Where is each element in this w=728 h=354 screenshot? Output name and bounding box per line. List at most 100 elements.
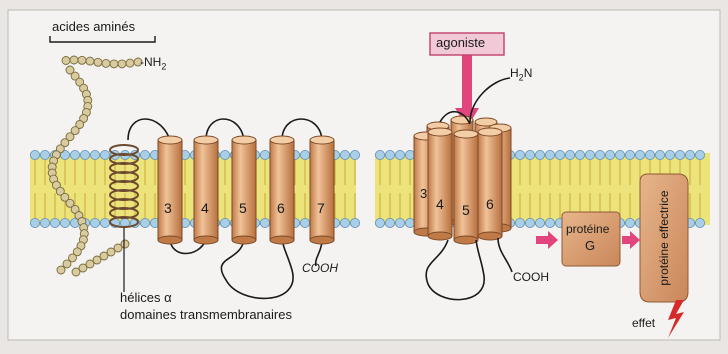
lipid-head (545, 150, 554, 159)
lipid-head (30, 150, 39, 159)
lipid-head (395, 150, 404, 159)
amino-acid-bead (86, 57, 94, 65)
lipid-head (565, 150, 574, 159)
lipid-head (100, 150, 109, 159)
nh2-label: -NH2 (140, 55, 166, 71)
lipid-head (525, 218, 534, 227)
amino-acid-bead (63, 260, 71, 268)
lipid-head (395, 218, 404, 227)
bundle-cylinder-6 (478, 128, 502, 240)
lipid-head (635, 150, 644, 159)
bundle-number-6: 6 (486, 196, 494, 212)
lipid-head (675, 150, 684, 159)
h2n-tail: N (524, 66, 533, 80)
agonist-label: agoniste (436, 35, 485, 50)
lipid-head (655, 150, 664, 159)
lipid-head (140, 150, 149, 159)
lipid-head (645, 150, 654, 159)
bundle-cylinder-5 (454, 130, 478, 244)
lipid-head (385, 150, 394, 159)
lipid-head (515, 218, 524, 227)
lipid-head (50, 218, 59, 227)
right-cooh-label: COOH (513, 270, 549, 284)
amino-acids-label: acides aminés (52, 19, 135, 34)
bundle-number-5: 5 (462, 202, 470, 218)
agonist-arrow-shaft (462, 55, 472, 110)
g-protein-label-line2: G (585, 238, 595, 253)
nh2-text: -NH (140, 55, 161, 69)
helix-label-line2: domaines transmembranaires (120, 307, 292, 322)
helix-number-5: 5 (239, 200, 247, 216)
helix-number-7: 7 (317, 200, 325, 216)
lipid-head (340, 150, 349, 159)
lipid-head (100, 218, 109, 227)
lipid-head (685, 150, 694, 159)
lipid-head (615, 150, 624, 159)
lipid-head (375, 218, 384, 227)
lipid-head (40, 218, 49, 227)
lipid-head (515, 150, 524, 159)
left-cooh-label: COOH (302, 261, 338, 275)
lipid-head (340, 218, 349, 227)
amino-acid-bead (126, 59, 134, 67)
lipid-head (385, 218, 394, 227)
lipid-head (300, 150, 309, 159)
lipid-head (535, 150, 544, 159)
amino-acid-bead (78, 56, 86, 64)
amino-acid-bead (102, 59, 110, 67)
amino-acid-bead (94, 58, 102, 66)
amino-acid-bead (110, 60, 118, 68)
helix-cylinder-4 (194, 136, 218, 244)
lipid-head (220, 218, 229, 227)
amino-acid-bead (62, 57, 70, 65)
amino-acid-bead (118, 60, 126, 68)
lipid-head (70, 150, 79, 159)
lipid-head (605, 150, 614, 159)
lipid-head (625, 150, 634, 159)
effect-label: effet (632, 316, 655, 330)
lipid-head (575, 150, 584, 159)
lipid-head (350, 218, 359, 227)
lipid-head (90, 150, 99, 159)
helix-cylinder-6 (270, 136, 294, 244)
g-protein-label-line1: protéine (566, 222, 609, 236)
effector-label: protéine effectrice (657, 190, 671, 285)
helix-cylinder-5 (232, 136, 256, 244)
lipid-head (300, 218, 309, 227)
lipid-head (30, 218, 39, 227)
amino-acid-bead (57, 266, 65, 274)
lipid-head (140, 218, 149, 227)
amino-acid-bead (121, 240, 129, 248)
lipid-head (545, 218, 554, 227)
lipid-head (535, 218, 544, 227)
bundle-number-4: 4 (436, 196, 444, 212)
lipid-head (350, 150, 359, 159)
helix-number-6: 6 (277, 200, 285, 216)
lipid-head (405, 150, 414, 159)
lipid-head (695, 150, 704, 159)
lipid-head (260, 150, 269, 159)
lipid-head (585, 150, 594, 159)
helix-number-3: 3 (164, 200, 172, 216)
amino-acid-bead (70, 56, 78, 64)
nh2-subscript: 2 (161, 61, 166, 71)
helix-number-4: 4 (201, 200, 209, 216)
lipid-head (555, 150, 564, 159)
helix-cylinder-7 (310, 136, 334, 244)
lipid-head (60, 218, 69, 227)
bundle-cylinder-4 (428, 128, 452, 240)
bundle-number-3: 3 (420, 186, 427, 201)
lipid-head (220, 150, 229, 159)
lipid-head (405, 218, 414, 227)
lipid-head (595, 150, 604, 159)
lipid-head (80, 150, 89, 159)
lipid-head (90, 218, 99, 227)
lipid-head (525, 150, 534, 159)
lipid-head (375, 150, 384, 159)
lipid-head (260, 218, 269, 227)
helix-label-line1: hélices α (120, 290, 172, 305)
lipid-head (665, 150, 674, 159)
lipid-head (695, 218, 704, 227)
h2n-text: H (510, 66, 519, 80)
